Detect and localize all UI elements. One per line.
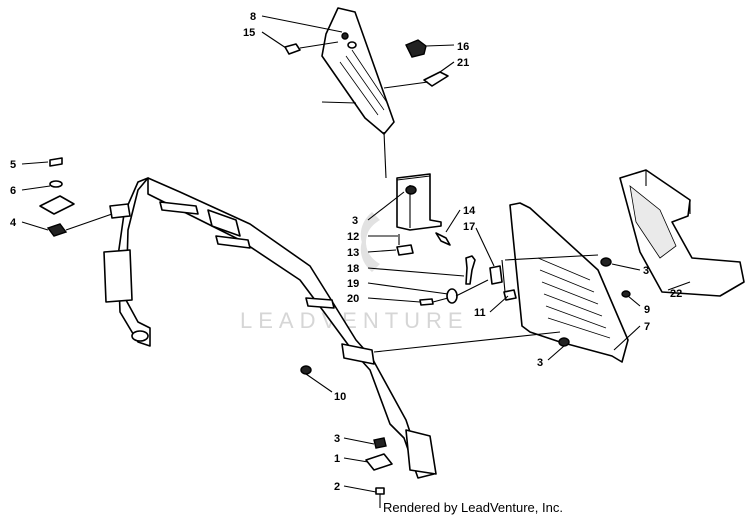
callout-16: 16 [457,41,469,53]
callout-21: 21 [457,57,469,69]
callout-6: 6 [10,185,16,197]
callout-22: 22 [670,288,682,300]
callout-labels: 8 15 16 21 5 6 4 3 12 13 14 17 18 19 20 … [10,11,682,493]
callout-5: 5 [10,159,16,171]
upper-bracket-plate [284,7,449,135]
watermark-logo: LEADVENTURE [240,212,469,333]
callout-2: 2 [334,481,340,493]
nut-10 [300,365,312,375]
callout-3-bottom: 3 [334,433,340,445]
callout-20: 20 [347,293,359,305]
callout-3-lower: 3 [537,357,543,369]
callout-13: 13 [347,247,359,259]
callout-10: 10 [334,391,346,403]
callout-3-bracket: 3 [352,215,358,227]
callout-9: 9 [644,304,650,316]
callout-8: 8 [250,11,256,23]
foot-pad [619,169,745,297]
mount-bracket [396,173,442,231]
credit-text: Rendered by LeadVenture, Inc. [383,500,563,515]
lower-hardware [365,437,393,508]
nut-3-right [600,257,612,267]
callout-15: 15 [243,27,255,39]
bolt-9 [621,290,631,298]
callout-11: 11 [474,307,486,319]
callout-4: 4 [10,217,17,229]
callout-7: 7 [644,321,650,333]
callout-14: 14 [463,205,476,217]
callout-12: 12 [347,231,359,243]
hardware-cluster [396,232,503,306]
callout-19: 19 [347,278,359,290]
main-frame [103,177,561,479]
foot-plate [501,202,629,363]
watermark-text: LEADVENTURE [240,308,469,333]
callout-18: 18 [347,263,359,275]
nut-3-lower [558,337,570,347]
left-clamp [39,157,113,237]
leader-lines [21,15,691,493]
callout-3-right: 3 [643,265,649,277]
callout-17: 17 [463,221,475,233]
callout-1: 1 [334,453,340,465]
